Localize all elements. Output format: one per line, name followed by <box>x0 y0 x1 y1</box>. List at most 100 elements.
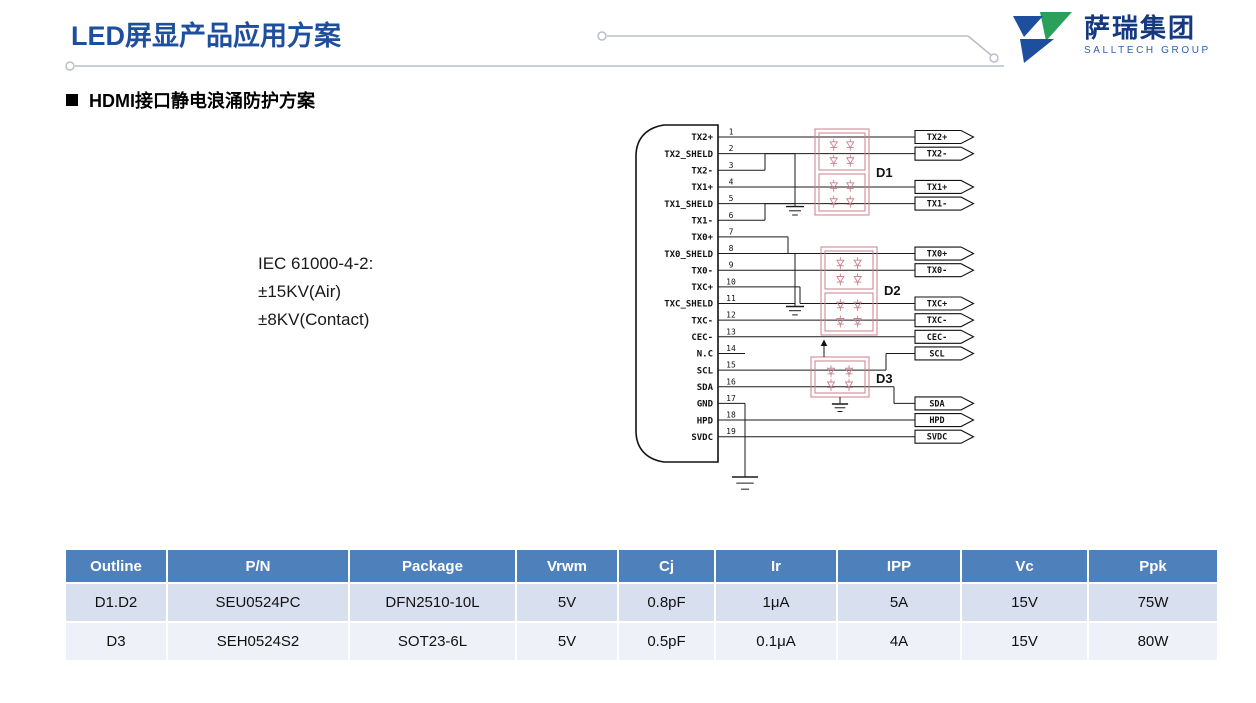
iec-note-line: IEC 61000-4-2: <box>258 254 374 273</box>
output-tag-TXC- <box>914 313 975 328</box>
tvs-array-cell <box>814 360 866 394</box>
pin-label: TX2- <box>691 167 713 177</box>
table-cell: 5A <box>838 584 960 621</box>
pin-label: TX0- <box>691 266 713 276</box>
output-tag-label: TXC+ <box>927 300 947 310</box>
pin-label: GND <box>697 400 714 410</box>
decor-line <box>967 35 992 56</box>
output-tag-label: TX2+ <box>927 133 947 143</box>
output-tag-TX1+ <box>914 179 975 194</box>
pin-number: 4 <box>729 177 734 186</box>
col-header: IPP <box>838 550 960 582</box>
table-cell: SOT23-6L <box>350 623 515 660</box>
tvs-array-cell <box>818 173 866 212</box>
diode-symbol <box>836 318 845 325</box>
output-tag-TXC+ <box>914 296 975 311</box>
table-cell: 75W <box>1089 584 1217 621</box>
output-tag-label: SDA <box>929 399 944 409</box>
diode-symbol <box>826 367 836 375</box>
output-tag-TX2+ <box>914 129 975 145</box>
pin-number: 3 <box>729 161 734 170</box>
pin-label: TX2+ <box>691 133 713 143</box>
decor-circle <box>597 31 607 41</box>
pin-label: TXC+ <box>691 283 713 293</box>
hdmi-connector-outline <box>635 124 719 463</box>
salltech-logo-icon <box>1013 12 1072 63</box>
diode-symbol <box>845 182 855 190</box>
header-decor-lines <box>65 31 1004 71</box>
pin-number: 10 <box>726 277 736 286</box>
iec-note-line: ±15KV(Air) <box>258 282 342 301</box>
table-cell: 5V <box>517 623 617 660</box>
hdmi-esd-schematic: 1TX2+2TX2_SHELD3TX2-4TX1+5TX1_SHELD6TX1-… <box>635 124 975 490</box>
table-cell: 15V <box>962 623 1087 660</box>
output-tag-SCL <box>914 346 975 361</box>
pin-number: 11 <box>726 294 736 303</box>
pin-number: 7 <box>729 227 734 236</box>
logo-company-subtitle: SALLTECH GROUP <box>1084 45 1211 56</box>
output-tag-TX2- <box>914 146 975 161</box>
tvs-array-cell <box>824 292 874 332</box>
device-box-d1 <box>814 128 870 216</box>
pin-number: 15 <box>726 361 736 370</box>
diode-symbol <box>853 276 862 283</box>
diode-symbol <box>845 141 855 149</box>
table-cell: 0.5pF <box>619 623 714 660</box>
col-header: P/N <box>168 550 348 582</box>
pin-label: TX0_SHELD <box>664 250 713 260</box>
pin-number: 19 <box>726 427 736 436</box>
table-cell: 1μA <box>716 584 836 621</box>
pin-number: 9 <box>729 261 734 270</box>
pin-label: TX1- <box>691 216 713 226</box>
arrow-up-icon <box>820 339 828 346</box>
table-cell: 4A <box>838 623 960 660</box>
diode-symbol <box>836 276 845 283</box>
decor-circle <box>989 53 999 63</box>
pin-number: 12 <box>726 311 736 320</box>
pin-number: 5 <box>729 194 734 203</box>
section-title: HDMI接口静电浪涌防护方案 <box>89 91 315 111</box>
table-cell: D3 <box>66 623 166 660</box>
table-cell: D1.D2 <box>66 584 166 621</box>
tvs-array-cell <box>824 250 874 290</box>
output-tag-HPD <box>914 413 975 428</box>
table-cell: SEU0524PC <box>168 584 348 621</box>
pin-number: 6 <box>729 211 734 220</box>
decor-circle <box>65 61 75 71</box>
diode-symbol <box>829 157 839 165</box>
diode-symbol <box>829 141 839 149</box>
pin-label: SDA <box>697 383 714 393</box>
pin-number: 2 <box>729 144 734 153</box>
output-tag-SVDC <box>914 429 975 444</box>
diode-symbol <box>829 182 839 190</box>
pin-label: N.C <box>697 350 713 360</box>
pin-number: 16 <box>726 377 736 386</box>
section-heading: HDMI接口静电浪涌防护方案 <box>66 87 315 113</box>
logo-company-name: 萨瑞集团 <box>1084 13 1197 43</box>
col-header: Package <box>350 550 515 582</box>
iec-note-line: ±8KV(Contact) <box>258 310 370 329</box>
diode-symbol <box>836 259 845 267</box>
output-tag-SDA <box>914 396 975 411</box>
output-tag-TX0- <box>914 263 975 278</box>
iec-note: IEC 61000-4-2: ±15KV(Air) ±8KV(Contact) <box>258 250 373 334</box>
col-header: Ppk <box>1089 550 1217 582</box>
device-box-d2 <box>820 246 878 336</box>
col-header: Outline <box>66 550 166 582</box>
output-tag-TX0+ <box>914 246 975 261</box>
table-cell: SEH0524S2 <box>168 623 348 660</box>
table-cell: 80W <box>1089 623 1217 660</box>
device-label: D2 <box>884 283 901 298</box>
company-logo: 萨瑞集团 SALLTECH GROUP <box>1010 10 1211 66</box>
col-header: Vrwm <box>517 550 617 582</box>
table-cell: 0.8pF <box>619 584 714 621</box>
output-tag-CEC- <box>914 329 975 344</box>
pin-number: 13 <box>726 327 736 336</box>
square-bullet-icon <box>66 94 78 106</box>
pin-label: TX2_SHELD <box>664 150 713 160</box>
output-tag-label: SVDC <box>927 433 947 443</box>
device-label: D3 <box>876 371 893 386</box>
